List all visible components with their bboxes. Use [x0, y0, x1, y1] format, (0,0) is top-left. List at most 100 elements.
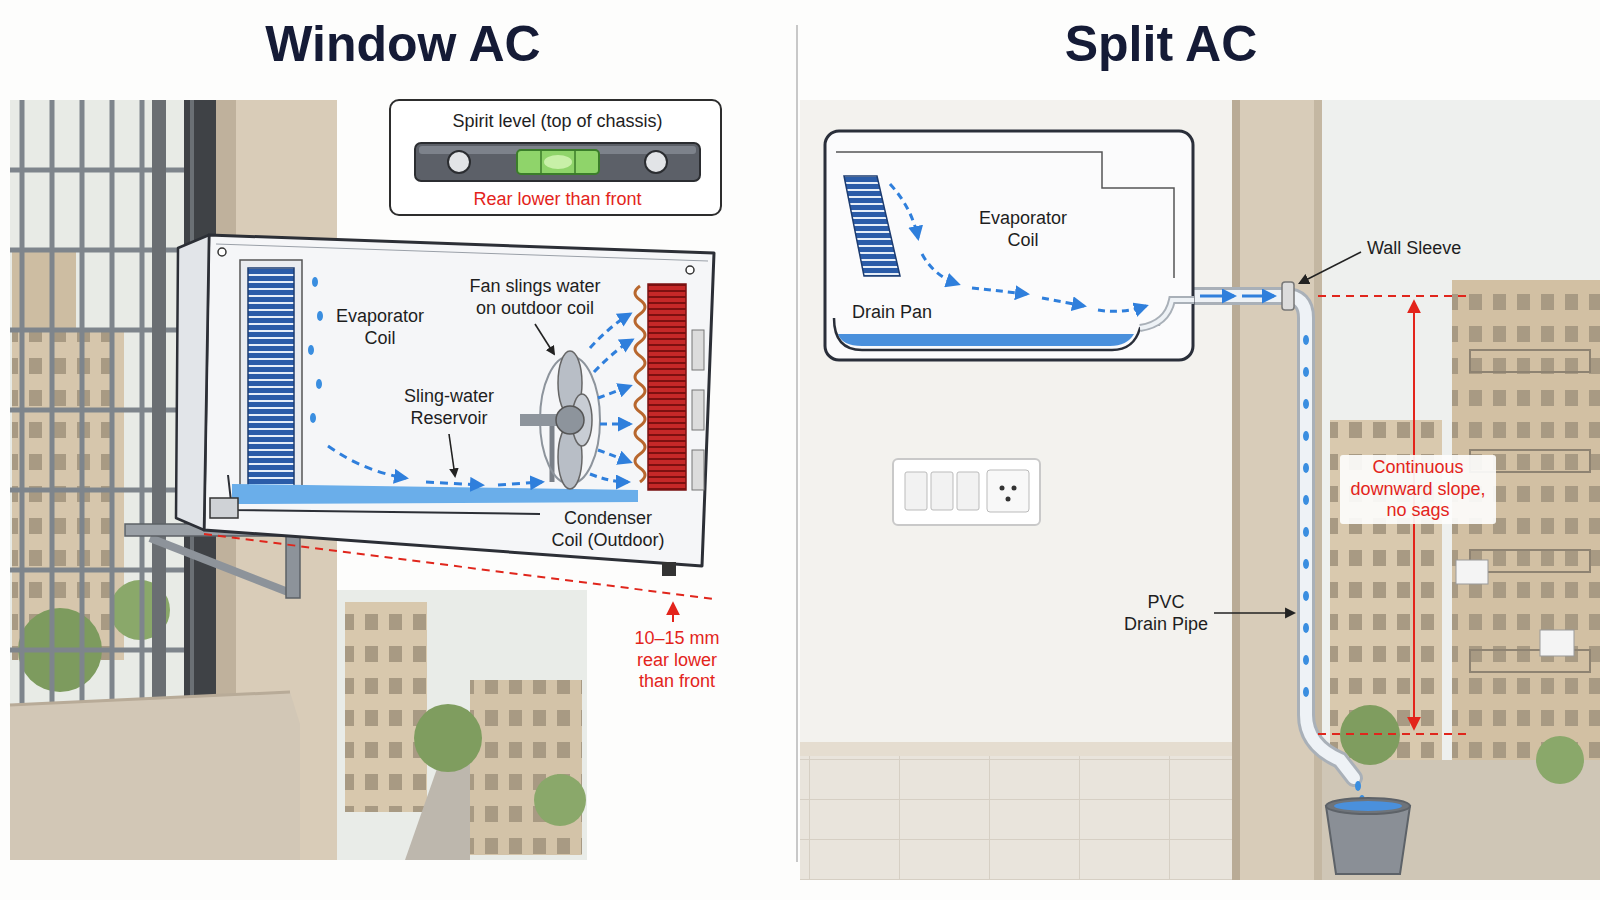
bucket: [1326, 798, 1410, 874]
drain-pipe-part: [1282, 282, 1294, 310]
drain-pipe-part-part: [1303, 335, 1309, 345]
window-ac-chassis-outline-part: [692, 330, 704, 370]
bucket-part: [1326, 806, 1410, 874]
leader-lines-part: [1300, 252, 1361, 283]
drain-pipe-part-part: [1303, 687, 1309, 697]
room-scene-part-part: [1470, 350, 1590, 372]
window-scene-part: [345, 602, 427, 812]
drain-pipe-part-part: [1303, 527, 1309, 537]
window-ac-chassis-outline-part-part: [328, 446, 406, 478]
split-indoor-unit-outline-part-part: [922, 254, 958, 284]
window-scene-part: [414, 704, 482, 772]
window-scene-part: [337, 590, 587, 860]
callout-note: Fan slings water on outdoor coil: [458, 276, 613, 319]
window-ac-chassis: Evaporator Coil Fan slings water on outdo…: [170, 220, 730, 590]
room-scene-part: [1322, 100, 1600, 880]
wall-switch-plate-part: [957, 472, 979, 510]
window-ac-chassis-outline-part: [535, 324, 554, 354]
window-scene-part: [534, 774, 586, 826]
bucket-part: [1326, 798, 1410, 814]
drain-pipe-part-part: [1303, 431, 1309, 441]
window-ac-chassis-outline-part: [232, 484, 638, 504]
drain-pipe-part-part: [1355, 781, 1361, 791]
room-scene: [800, 100, 1600, 880]
room-scene-part: [1540, 630, 1574, 656]
window-ac-chassis-outline-part-part: [312, 277, 318, 287]
leader-lines-part: [1214, 612, 1294, 614]
slope-dimension-part: [1318, 295, 1472, 297]
window-scene-part: [405, 760, 470, 860]
window-ac-chassis-outline-part-part: [598, 386, 630, 398]
spirit-level-symbol-part: [645, 151, 667, 173]
room-scene-part: [800, 756, 1232, 880]
window-ac-chassis-outline-part-part: [426, 482, 482, 485]
split-indoor-unit-outline-part: [834, 318, 1160, 350]
bucket-part: [1334, 801, 1402, 811]
window-ac-chassis-outline-part: [662, 562, 676, 576]
spirit-level-symbol-part: [540, 150, 542, 174]
spirit-level-symbol-part: [415, 143, 700, 181]
room-scene-part: [1314, 100, 1322, 880]
window-scene-part: [470, 680, 582, 855]
room-scene-part: [800, 742, 1232, 756]
drain-pipe-part-part: [1303, 591, 1309, 601]
window-scene-part: [10, 692, 300, 860]
level-note: Rear lower than front: [398, 189, 718, 211]
drain-pipe-part: [1242, 295, 1274, 298]
fan-symbol: [520, 351, 600, 489]
window-ac-chassis-outline-part: [248, 268, 294, 488]
part-label: Wall Sleeve: [1367, 238, 1461, 260]
split-indoor-unit-outline-part-part: [1098, 306, 1146, 311]
window-ac-chassis-outline-part: [692, 390, 704, 430]
wall-switch-plate-part: [1000, 486, 1005, 491]
room-scene-part: [1456, 560, 1488, 584]
spirit-level-symbol-part: [448, 151, 470, 173]
window-ac-chassis-outline-part-part: [600, 423, 630, 426]
room-scene-part: [1536, 736, 1584, 784]
window-ac-chassis-outline-part: [449, 434, 455, 476]
window-ac-chassis-outline-part-part: [498, 482, 542, 485]
room-scene-part: [1232, 100, 1240, 880]
support-bracket-part: [150, 538, 288, 592]
split-indoor-unit-outline-part: [1140, 300, 1194, 328]
fan-symbol-part: [556, 406, 584, 434]
window-scene-part: [10, 100, 337, 860]
split-indoor-unit-outline-part-part: [890, 184, 918, 238]
drain-pipe-part-part: [1303, 463, 1309, 473]
dimension-label: 10–15 mm rear lower than front: [623, 626, 731, 695]
window-scene-part: [10, 692, 290, 705]
wall-switch-plate-part: [893, 459, 1040, 525]
window-ac-chassis-outline-part-part: [310, 413, 316, 423]
drain-pipe-part: [1190, 296, 1354, 778]
window-ac-chassis-outline-part: [648, 284, 686, 490]
level-heading: Spirit level (top of chassis): [398, 111, 718, 133]
drain-pipe-part-part: [1303, 367, 1309, 377]
window-ac-chassis-outline-part: [328, 446, 542, 485]
leader-lines: [1214, 252, 1361, 613]
window-ac-chassis-outline-part-part: [316, 379, 322, 389]
room-scene-part: [800, 100, 1232, 760]
window-ac-chassis-outline-part: [692, 450, 704, 490]
wall-switch-plate-part: [1012, 486, 1017, 491]
window-ac-chassis-outline-part: [590, 314, 632, 482]
split-indoor-unit-outline-part-part: [1042, 298, 1084, 306]
spirit-level-symbol-part: [574, 150, 576, 174]
window-ac-chassis-outline-part-part: [308, 345, 314, 355]
window-ac-chassis-outline-part-part: [590, 474, 628, 482]
drain-pipe-part: [1200, 295, 1234, 298]
panel-divider: [796, 25, 798, 862]
window-ac-chassis-outline-part-part: [590, 314, 630, 348]
part-label: PVC Drain Pipe: [1124, 592, 1209, 635]
window-ac-chassis-outline-part: [176, 235, 209, 530]
split-indoor-unit-outline-part: [844, 176, 900, 276]
spirit-level-box: Spirit level (top of chassis) Rear lower …: [389, 99, 722, 216]
wall-switch-plate-part: [931, 472, 953, 510]
window-ac-chassis-outline-part: [204, 235, 714, 566]
spirit-level-symbol-part: [517, 150, 599, 174]
wall-switch-plate: [893, 459, 1040, 525]
window-ac-chassis-outline-part: [635, 286, 645, 482]
part-label: Evaporator Coil: [328, 306, 432, 349]
window-scene-part: [345, 602, 427, 812]
tilt-indicator-part: [672, 604, 674, 622]
